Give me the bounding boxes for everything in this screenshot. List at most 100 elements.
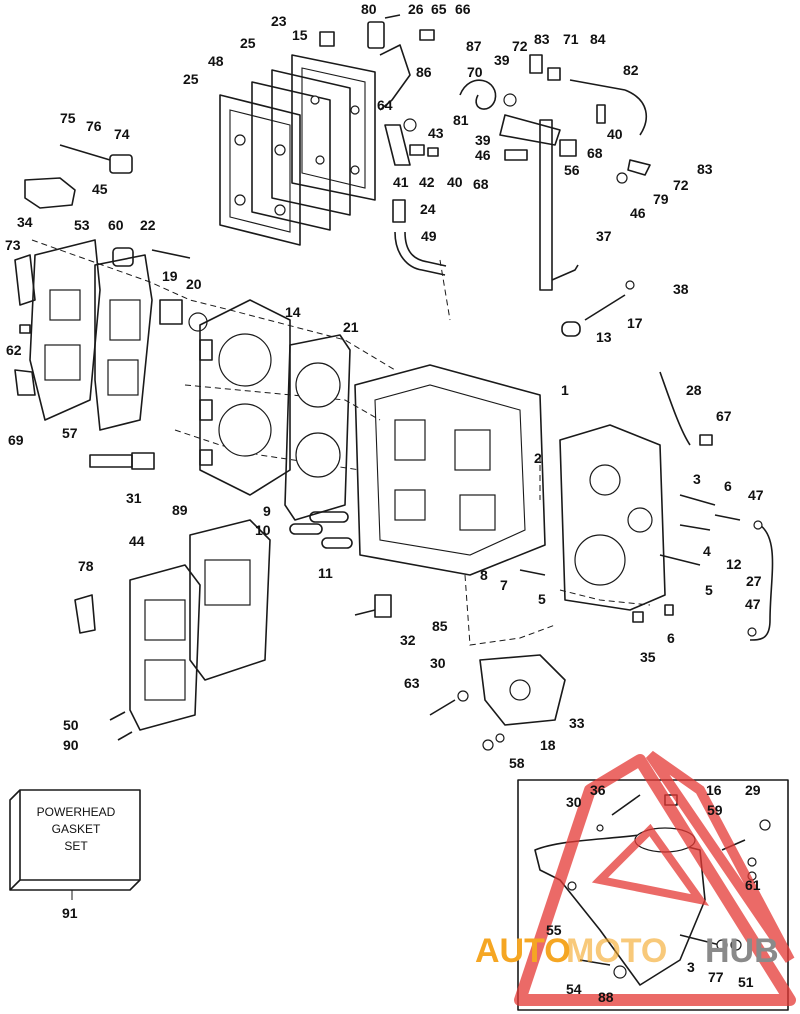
callout: 73 [5,237,21,253]
exhaust-cover [74,519,271,731]
callout: 13 [596,329,612,345]
callout: 56 [564,162,580,178]
bleed-hose [747,520,774,641]
clips [14,254,36,396]
callout: 45 [92,181,108,197]
callout: 3 [687,959,695,975]
callout: 22 [140,217,156,233]
watermark-auto: AUTO [475,932,571,970]
watermark-text: AUTO MOTO HUB [475,932,779,970]
bypass-cover [29,239,153,431]
callout: 51 [738,974,754,990]
callout: 50 [63,717,79,733]
callout: 17 [627,315,643,331]
callout: 86 [416,64,432,80]
kit-line-2: GASKET [52,822,101,836]
callout: 90 [63,737,79,753]
callout: 66 [455,1,471,17]
callout: 59 [707,802,723,818]
callout: 53 [74,217,90,233]
idle-screw [561,280,635,337]
kit-label: POWERHEAD GASKET SET [37,805,116,853]
head-gasket [284,334,351,521]
callout: 48 [208,53,224,69]
callout: 20 [186,276,202,292]
callout: 41 [393,174,409,190]
ground-wire [659,371,713,446]
callout: 39 [494,52,510,68]
callout: 68 [473,176,489,192]
mount-bracket [429,654,566,751]
callout: 69 [8,432,24,448]
callout: 71 [563,31,579,47]
callout: 58 [509,755,525,771]
callout: 83 [697,161,713,177]
callout: 46 [630,205,646,221]
callout: 25 [183,71,199,87]
callout: 37 [596,228,612,244]
callout: 7 [500,577,508,593]
callout: 76 [86,118,102,134]
callout: 6 [667,630,675,646]
callout: 39 [475,132,491,148]
callout: 84 [590,31,606,47]
callout: 61 [745,877,761,893]
callout: 81 [453,112,469,128]
callout: 18 [540,737,556,753]
callout: 35 [640,649,656,665]
dowels [289,511,353,549]
callout: 77 [708,969,724,985]
callout: 79 [653,191,669,207]
callout: 49 [421,228,437,244]
callout: 31 [126,490,142,506]
callout: 63 [404,675,420,691]
crankcase-block [354,364,546,576]
callout: 21 [343,319,359,335]
callout: 33 [569,715,585,731]
callout: 64 [377,97,393,113]
callout: 25 [240,35,256,51]
callout: 60 [108,217,124,233]
callout: 83 [534,31,550,47]
callout: 27 [746,573,762,589]
callout: 5 [705,582,713,598]
kit-line-1: POWERHEAD [37,805,116,819]
callout: 26 [408,1,424,17]
callout: 47 [745,596,761,612]
cover-gasket-stack [219,54,376,246]
alignment-lines [31,239,651,646]
callout: 40 [607,126,623,142]
callout: 34 [17,214,33,230]
callout: 87 [466,38,482,54]
callout: 40 [447,174,463,190]
callout: 6 [724,478,732,494]
callout: 62 [6,342,22,358]
callout: 75 [60,110,76,126]
callout: 8 [480,567,488,583]
callout: 11 [318,565,333,581]
fuel-fitting-hose [392,199,447,276]
callout: 43 [428,125,444,141]
callout: 14 [285,304,301,320]
watermark-hub: HUB [705,932,779,970]
callout-labels: 80 26 65 66 23 15 25 48 25 87 72 83 71 8… [5,1,764,1005]
callout: 55 [546,922,562,938]
callout: 88 [598,989,614,1005]
callout: 57 [62,425,78,441]
callout: 72 [512,38,528,54]
crankcase-cover [559,424,666,611]
callout: 16 [706,782,722,798]
callout: 67 [716,408,732,424]
callout: 28 [686,382,702,398]
callout: 91 [62,905,78,921]
callout: 19 [162,268,178,284]
callout: 12 [726,556,742,572]
studs [519,494,741,616]
callout: 42 [419,174,435,190]
callout: 47 [748,487,764,503]
callout: 78 [78,558,94,574]
callout: 23 [271,13,287,29]
callout: 9 [263,503,271,519]
choke-links [384,118,439,166]
callout: 15 [292,27,308,43]
